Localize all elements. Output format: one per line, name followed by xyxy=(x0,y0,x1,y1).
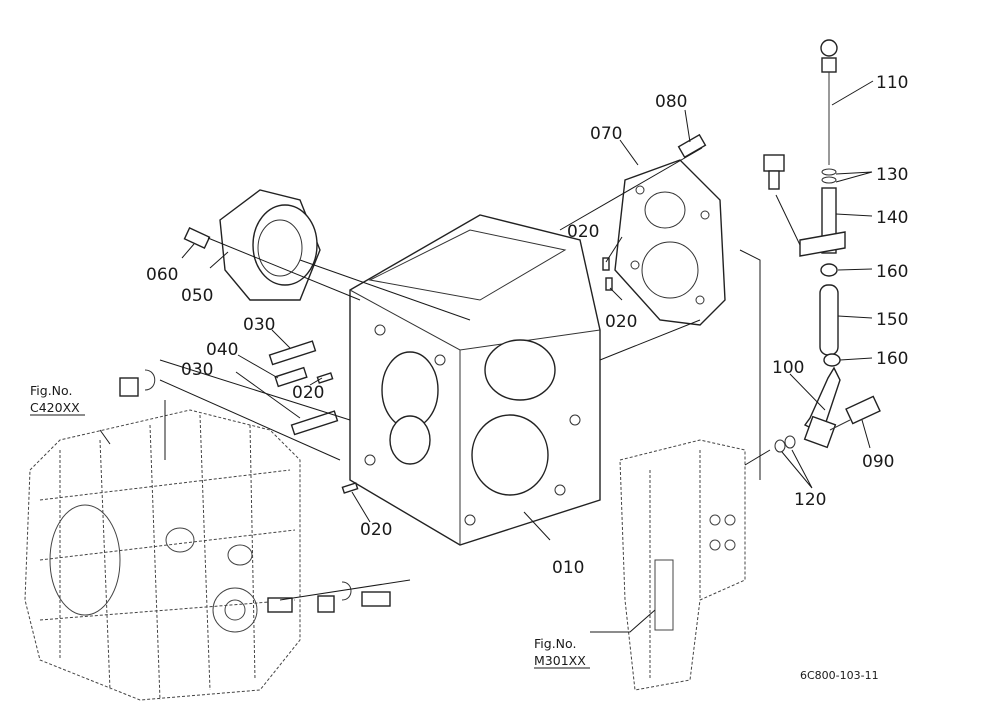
stud-040 xyxy=(274,366,308,388)
callout-100: 100 xyxy=(772,358,804,378)
callout-030-b: 030 xyxy=(181,360,213,380)
stud-030-lower xyxy=(290,410,339,436)
callout-020-c: 020 xyxy=(292,383,324,403)
callout-090: 090 xyxy=(862,452,894,472)
pin-020-right-b xyxy=(605,277,613,291)
pin-020-right-a xyxy=(602,257,610,271)
callout-labels: 010 020 020 020 020 030 030 040 050 060 … xyxy=(146,73,908,578)
plug-bolt xyxy=(763,154,785,190)
o-ring-120 xyxy=(774,435,796,453)
callout-070: 070 xyxy=(590,124,622,144)
fig-ref-m301xx-line1: Fig.No. xyxy=(534,636,576,651)
bolt-080 xyxy=(677,133,707,159)
callout-050: 050 xyxy=(181,286,213,306)
o-ring-130 xyxy=(821,168,837,184)
callout-030-a: 030 xyxy=(243,315,275,335)
stud-030-upper xyxy=(268,340,317,366)
fig-ref-m301xx-line2: M301XX xyxy=(534,653,586,668)
callout-020-a: 020 xyxy=(567,222,599,242)
dipstick-110 xyxy=(820,39,838,165)
fig-ref-m301xx: Fig.No. M301XX xyxy=(534,636,590,669)
clamp-160-upper xyxy=(820,263,838,277)
callout-160-b: 160 xyxy=(876,349,908,369)
tube-140 xyxy=(799,187,846,257)
pin-020-left xyxy=(316,372,334,384)
bolt-090 xyxy=(829,395,881,431)
callout-020-d: 020 xyxy=(360,520,392,540)
nut-washer-left xyxy=(119,369,156,397)
callout-060: 060 xyxy=(146,265,178,285)
fig-ref-c420xx: Fig.No. C420XX xyxy=(30,383,85,416)
pipe-100 xyxy=(803,366,841,449)
bolt-nut-bottom xyxy=(267,581,391,613)
cover-plate-070 xyxy=(614,159,726,326)
callout-020-b: 020 xyxy=(605,312,637,332)
fig-ref-c420xx-line1: Fig.No. xyxy=(30,383,72,398)
fig-ref-c420xx-line2: C420XX xyxy=(30,400,80,415)
bearing-housing-050 xyxy=(219,189,321,301)
bolt-060 xyxy=(183,226,211,250)
transmission-case-010 xyxy=(349,214,601,546)
hose-150 xyxy=(819,284,839,356)
callout-160-a: 160 xyxy=(876,262,908,282)
pin-020-lower xyxy=(341,482,359,494)
callout-040: 040 xyxy=(206,340,238,360)
callout-120: 120 xyxy=(794,490,826,510)
clamp-160-lower xyxy=(823,353,841,367)
callout-130: 130 xyxy=(876,165,908,185)
drawing-code: 6C800-103-11 xyxy=(800,669,879,682)
ref-frame-m301xx xyxy=(619,439,746,691)
callout-010: 010 xyxy=(552,558,584,578)
callout-150: 150 xyxy=(876,310,908,330)
ref-housing-c420xx xyxy=(24,409,301,701)
callout-110: 110 xyxy=(876,73,908,93)
callout-140: 140 xyxy=(876,208,908,228)
callout-080: 080 xyxy=(655,92,687,112)
leader-lines xyxy=(99,80,874,633)
